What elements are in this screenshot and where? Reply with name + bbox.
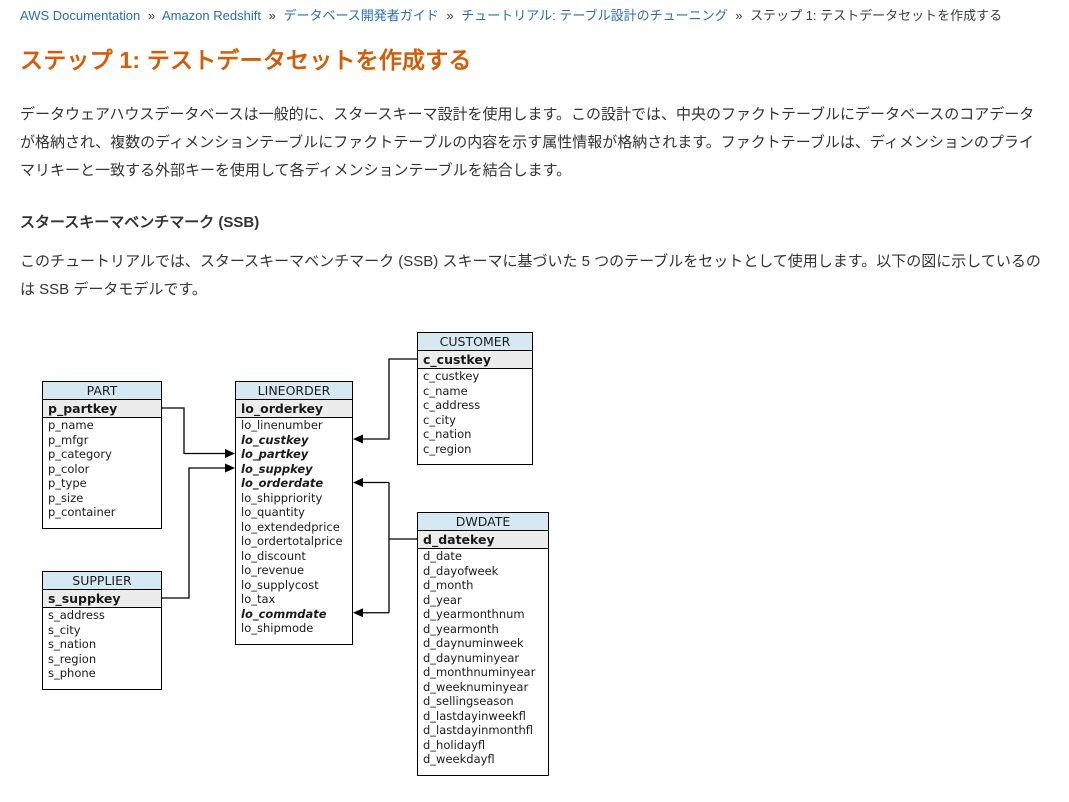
table-field: d_holidayfl	[423, 737, 486, 752]
table-title: SUPPLIER	[43, 572, 161, 590]
arrowhead-icon	[353, 608, 363, 618]
table-field: lo_ordertotalprice	[241, 534, 343, 548]
table-field: d_daynuminweek	[423, 636, 524, 650]
breadcrumb-separator: »	[268, 8, 276, 23]
table-field: d_daynuminyear	[423, 650, 520, 665]
table-field: c_name	[423, 383, 468, 398]
table-key-field: p_partkey	[43, 400, 161, 418]
breadcrumb-current-page: ステップ 1: テストデータセットを作成する	[750, 8, 1003, 23]
table-foreign-key-field: lo_commdate	[241, 606, 327, 621]
table-key-field: lo_orderkey	[236, 400, 352, 418]
table-field: lo_shipmode	[241, 621, 314, 635]
connector-supplier-to-lineorder	[162, 463, 235, 599]
connector-part-to-lineorder	[162, 407, 235, 458]
table-field: lo_supplycost	[241, 577, 319, 592]
table-field: d_sellingseason	[423, 694, 514, 708]
breadcrumb-separator: »	[735, 8, 743, 23]
table-title: PART	[43, 382, 161, 400]
table-field: d_monthnuminyear	[423, 665, 536, 679]
page-title: ステップ 1: テストデータセットを作成する	[20, 47, 472, 73]
table-field: c_nation	[423, 427, 472, 441]
table-title: CUSTOMER	[418, 333, 532, 351]
table-field: d_weeknuminyear	[423, 679, 529, 694]
table-field: lo_extendedprice	[241, 519, 340, 534]
breadcrumb: AWS Documentation » Amazon Redshift » デー…	[20, 8, 1044, 23]
table-field: s_phone	[48, 666, 96, 680]
table-field: s_nation	[48, 637, 97, 651]
table-foreign-key-field: lo_partkey	[241, 447, 309, 461]
table-field: lo_tax	[241, 592, 276, 606]
table-field: p_type	[48, 476, 87, 490]
table-key-field: d_datekey	[418, 531, 548, 549]
table-field: lo_quantity	[241, 505, 305, 519]
table-field: lo_shippriority	[241, 490, 323, 505]
table-field: d_weekdayfl	[423, 752, 495, 766]
table-field: s_city	[48, 622, 81, 637]
breadcrumb-separator: »	[446, 8, 454, 23]
connector-customer-to-lineorder	[353, 358, 417, 444]
table-field: p_category	[48, 447, 112, 461]
table-field: lo_revenue	[241, 563, 305, 577]
table-field: p_mfgr	[48, 432, 89, 447]
ssb-paragraph: このチュートリアルでは、スタースキーマベンチマーク (SSB) スキーマに基づい…	[20, 253, 1041, 298]
table-field: p_size	[48, 490, 84, 505]
table-field: p_container	[48, 505, 116, 519]
table-field: lo_linenumber	[241, 418, 323, 432]
table-field: c_address	[423, 398, 481, 412]
arrowhead-icon	[353, 478, 363, 487]
arrowhead-icon	[353, 434, 363, 444]
table-key-field: s_suppkey	[43, 590, 161, 608]
table-field: d_date	[423, 549, 462, 563]
breadcrumb-link-tutorial-tuning[interactable]: チュートリアル: テーブル設計のチューニング	[461, 8, 728, 23]
table-field: d_lastdayinweekfl	[423, 708, 526, 723]
table-key-field: c_custkey	[418, 351, 532, 369]
arrowhead-icon	[225, 463, 235, 473]
table-field: d_lastdayinmonthfl	[423, 723, 533, 737]
table-field: p_color	[48, 461, 90, 476]
table-field: s_region	[48, 651, 97, 666]
table-field: d_yearmonthnum	[423, 607, 525, 621]
table-field: lo_discount	[241, 548, 306, 563]
table-title: LINEORDER	[236, 382, 352, 400]
table-title: DWDATE	[418, 513, 548, 531]
table-field: c_custkey	[423, 369, 480, 383]
table-field: c_city	[423, 412, 456, 427]
breadcrumb-link-amazon-redshift[interactable]: Amazon Redshift	[161, 8, 261, 23]
intro-paragraph: データウェアハウスデータベースは一般的に、スタースキーマ設計を使用します。この設…	[20, 106, 1035, 179]
table-field: d_dayofweek	[423, 563, 499, 578]
table-foreign-key-field: lo_orderdate	[241, 476, 324, 490]
table-field: p_name	[48, 418, 94, 432]
ssb-heading: スタースキーマベンチマーク (SSB)	[20, 214, 260, 231]
table-field: d_month	[423, 578, 474, 592]
breadcrumb-link-aws-documentation[interactable]: AWS Documentation	[20, 8, 141, 23]
arrowhead-icon	[225, 449, 235, 458]
breadcrumb-link-developer-guide[interactable]: データベース開発者ガイド	[283, 8, 439, 23]
table-foreign-key-field: lo_custkey	[241, 432, 309, 447]
table-field: c_region	[423, 441, 472, 456]
connector-dwdate-to-lineorder	[353, 478, 417, 618]
table-field: d_year	[423, 592, 462, 607]
table-field: d_yearmonth	[423, 621, 499, 636]
table-foreign-key-field: lo_suppkey	[241, 461, 313, 476]
breadcrumb-separator: »	[147, 8, 156, 23]
table-field: s_address	[48, 608, 105, 622]
